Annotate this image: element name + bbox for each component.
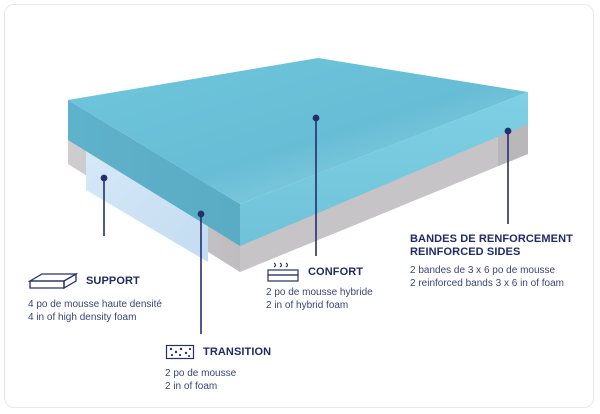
transition-leader-dot: [197, 210, 205, 218]
support-leader-dot: [100, 174, 108, 182]
textured-foam-icon: [165, 344, 195, 360]
comfort-front-face: [68, 100, 240, 246]
support-title: SUPPORT: [86, 275, 140, 287]
confort-desc-en: 2 in of hybrid foam: [266, 299, 349, 311]
comfort-top-face: [68, 58, 528, 204]
support-callout: SUPPORT 4 po de mousse haute densité 4 i…: [28, 272, 162, 324]
bandes-leader-dot: [504, 127, 512, 135]
image-frame: [4, 4, 594, 408]
transition-title: TRANSITION: [203, 346, 272, 358]
comfort-right-face: [240, 92, 528, 246]
support-layer: [86, 142, 208, 262]
bandes-desc-fr: 2 bandes de 3 x 6 po de mousse: [410, 265, 556, 276]
confort-callout: CONFORT 2 po de mousse hybride 2 in of h…: [266, 261, 373, 312]
bandes-title-en: REINFORCED SIDES: [410, 246, 521, 258]
hybrid-foam-icon: [267, 262, 299, 282]
confort-title: CONFORT: [308, 266, 364, 278]
transition-desc-en: 2 in of foam: [165, 380, 218, 392]
confort-desc-fr: 2 po de mousse hybride: [266, 287, 373, 298]
transition-desc-fr: 2 po de mousse: [165, 368, 237, 379]
bandes-desc-en: 2 reinforced bands 3 x 6 in of foam: [410, 277, 564, 289]
foam-block-icon: [28, 272, 78, 290]
support-desc-fr: 4 po de mousse haute densité: [28, 299, 162, 310]
bandes-title-fr: BANDES DE RENFORCEMENT: [410, 233, 573, 245]
confort-leader-dot: [312, 114, 320, 122]
bandes-callout: BANDES DE RENFORCEMENT REINFORCED SIDES …: [410, 233, 573, 290]
base-right-face: [240, 120, 528, 272]
transition-callout: TRANSITION 2 po de mousse 2 in of foam: [165, 344, 271, 393]
support-desc-en: 4 in of high density foam: [28, 311, 137, 323]
